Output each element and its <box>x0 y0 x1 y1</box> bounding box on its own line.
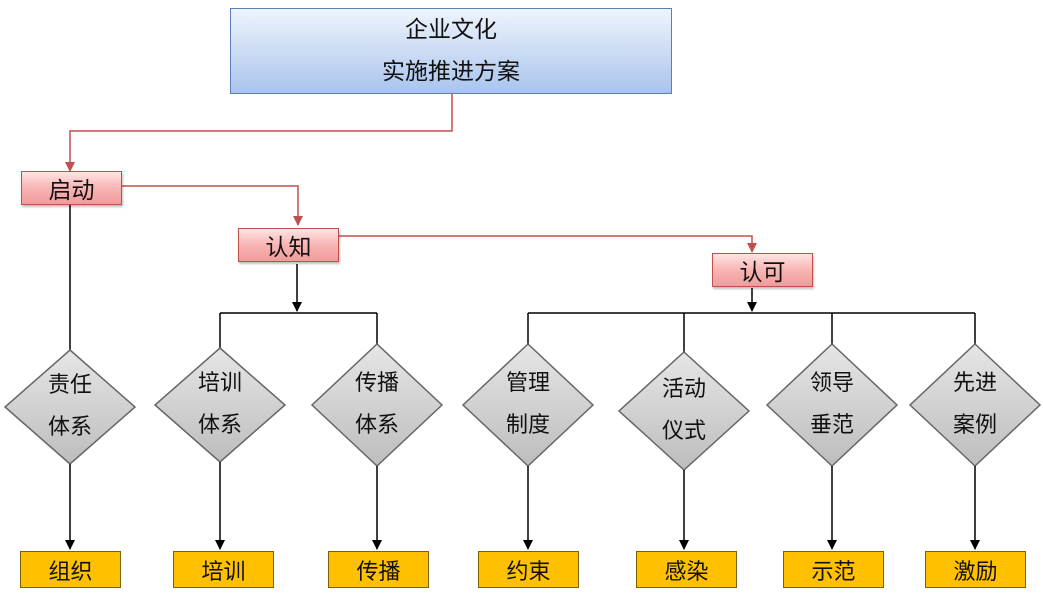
diamond-4-line-1: 管理 <box>505 371 550 396</box>
diamond-6-line-2: 垂范 <box>809 413 854 438</box>
output-5: 感染 <box>636 551 737 588</box>
diamond-3-line-1: 传播 <box>354 371 399 396</box>
output-3: 传播 <box>328 551 429 588</box>
title-line-2: 实施推进方案 <box>382 59 520 85</box>
stage-cognition: 认知 <box>238 228 339 262</box>
diamond-5-line-2: 仪式 <box>661 419 706 444</box>
diamond-5-line-1: 活动 <box>661 377 706 402</box>
diamond-2-label: 培训 体系 <box>170 363 270 447</box>
stage-start: 启动 <box>21 171 122 205</box>
connector-cognition-to-recognition <box>338 235 757 253</box>
stage-recognition: 认可 <box>712 253 813 287</box>
connector-start-to-cognition <box>122 185 303 226</box>
diamond-1-line-1: 责任 <box>47 373 92 398</box>
diamond-4-line-2: 制度 <box>505 413 550 438</box>
diamond-7-line-1: 先进 <box>952 371 997 396</box>
output-4: 约束 <box>478 551 579 588</box>
output-7: 激励 <box>925 551 1026 588</box>
diamond-6-label: 领导 垂范 <box>782 363 882 447</box>
diamond-4-label: 管理 制度 <box>478 363 578 447</box>
diamond-5-label: 活动 仪式 <box>634 369 734 453</box>
diamond-1-line-2: 体系 <box>47 415 92 440</box>
title-line-1: 企业文化 <box>405 17 497 43</box>
output-6: 示范 <box>783 551 884 588</box>
diamond-2-line-1: 培训 <box>197 371 242 396</box>
diamond-1-label: 责任 体系 <box>20 365 120 449</box>
connector-title-to-start <box>65 94 453 172</box>
output-2: 培训 <box>173 551 274 588</box>
diamond-7-line-2: 案例 <box>952 413 997 438</box>
diamond-2-line-2: 体系 <box>197 413 242 438</box>
title-box: 企业文化 实施推进方案 <box>230 8 672 94</box>
diamond-3-line-2: 体系 <box>354 413 399 438</box>
diamond-3-label: 传播 体系 <box>327 363 427 447</box>
diamond-6-line-1: 领导 <box>809 371 854 396</box>
output-1: 组织 <box>20 551 121 588</box>
diamond-7-label: 先进 案例 <box>925 363 1025 447</box>
